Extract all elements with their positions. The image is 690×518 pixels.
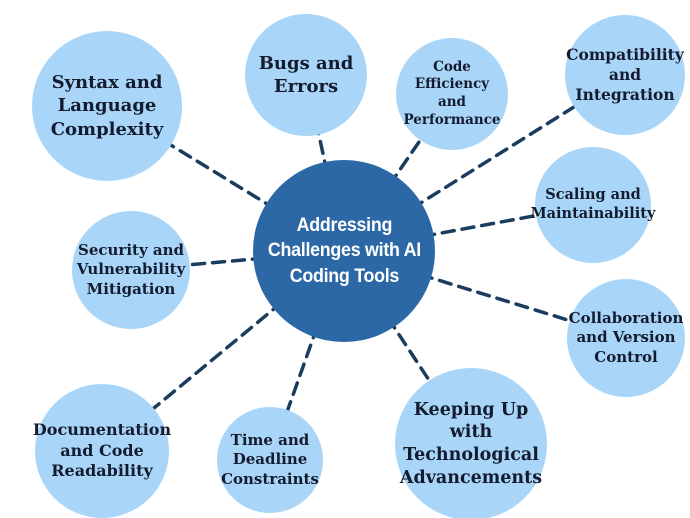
node-security-and-vulnerability-mitigation: Security and Vulnerability Mitigation (72, 211, 190, 329)
node-syntax-and-language-complexity: Syntax and Language Complexity (32, 31, 182, 181)
node-code-efficiency-and-performance: Code Efficiency and Performance (396, 38, 508, 150)
node-bugs-and-errors: Bugs and Errors (245, 14, 367, 136)
node-compatibility-and-integration: Compatibility and Integration (565, 15, 685, 135)
node-documentation-and-code-readability: Documentation and Code Readability (32, 384, 172, 518)
node-label: Compatibility and Integration (566, 44, 684, 105)
connector-line-security (129, 249, 346, 272)
node-label: Code Efficiency and Performance (403, 58, 501, 128)
connector-line-compatibility (342, 73, 627, 253)
node-label: Keeping Up with Technological Advancemen… (399, 399, 543, 488)
node-label: Syntax and Language Complexity (50, 71, 164, 140)
node-label: Time and Deadline Constraints (221, 430, 319, 488)
node-collaboration-and-version-control: Collaboration and Version Control (567, 279, 685, 397)
node-label: Documentation and Code Readability (32, 419, 172, 481)
node-label: Security and Vulnerability Mitigation (76, 240, 186, 298)
center-node-label: Addressing Challenges with AI Coding Too… (267, 214, 421, 287)
node-label: Collaboration and Version Control (568, 308, 684, 366)
node-label: Scaling and Maintainability (530, 186, 656, 222)
node-label: Bugs and Errors (258, 52, 354, 97)
node-time-and-deadline-constraints: Time and Deadline Constraints (217, 407, 323, 513)
center-node-addressing-challenges: Addressing Challenges with AI Coding Too… (253, 160, 435, 342)
node-scaling-and-maintainability: Scaling and Maintainability (531, 147, 655, 263)
node-keeping-up-with-tech-advancements: Keeping Up with Technological Advancemen… (395, 368, 547, 518)
